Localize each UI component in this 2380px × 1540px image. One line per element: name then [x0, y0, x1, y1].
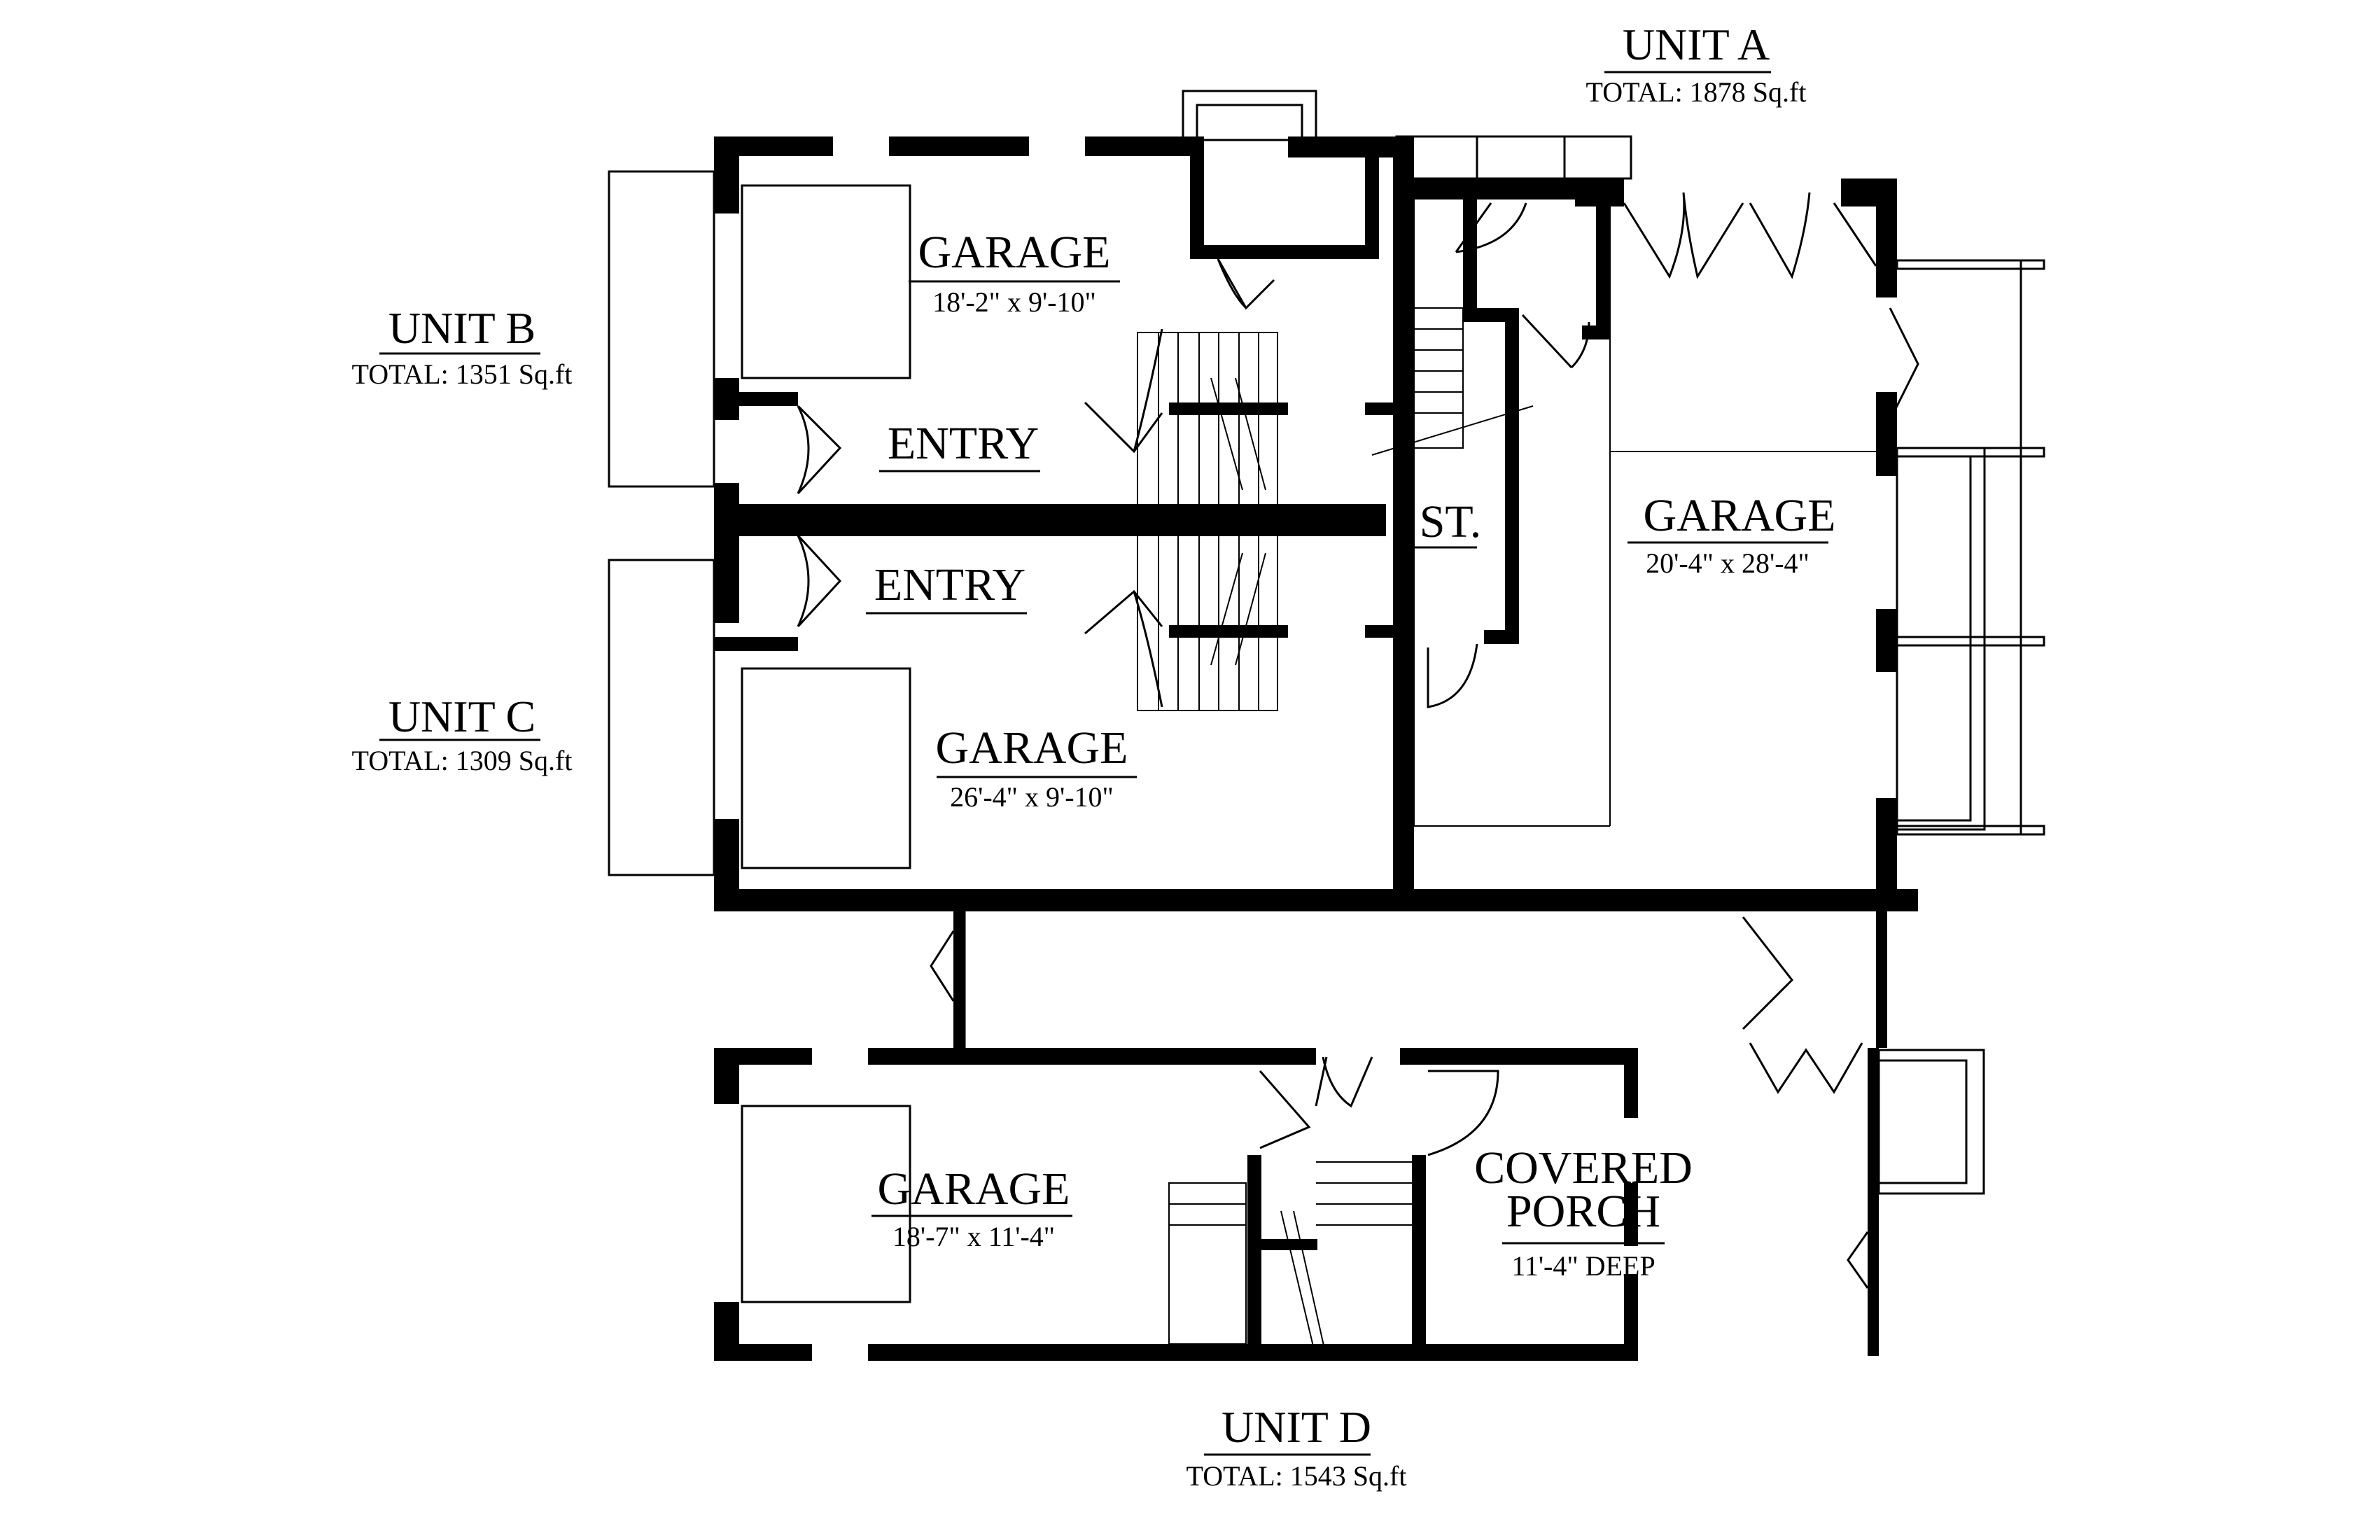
wall [1365, 625, 1393, 638]
room-name: GARAGE [918, 227, 1111, 278]
bay-projection [1476, 135, 1632, 180]
wall [1876, 392, 1897, 476]
trellis-a [1889, 259, 2045, 836]
door-a-entry[interactable] [1455, 202, 1527, 253]
unit-name: UNIT D [1222, 1402, 1371, 1452]
upper-building [608, 90, 2045, 911]
planter-inner [1877, 1059, 1968, 1184]
room-name: GARAGE [878, 1163, 1070, 1214]
room-name: COVERED [1474, 1142, 1693, 1194]
room-dims: 18'-2" x 9'-10" [932, 286, 1096, 318]
room-dims: 11'-4" DEEP [1511, 1250, 1655, 1282]
door-b-closet[interactable] [1217, 258, 1275, 310]
door-a-stair[interactable] [1521, 314, 1590, 369]
wall [714, 136, 833, 156]
room-dims: 26'-4" x 9'-10" [950, 781, 1114, 813]
room-label-a-storage: ST. [1410, 496, 1482, 549]
wall [1169, 402, 1288, 415]
room-label-a-garage: GARAGE 20'-4" x 28'-4" [1628, 490, 1836, 579]
wall [714, 504, 1386, 536]
room-label-d-garage: GARAGE 18'-7" x 11'-4" [872, 1163, 1072, 1252]
room-label-c-garage: GARAGE 26'-4" x 9'-10" [936, 722, 1137, 813]
stairs-bc [1137, 332, 1278, 711]
wall [1190, 245, 1246, 259]
wall [1463, 308, 1519, 322]
wall [714, 889, 1918, 911]
wall [1085, 136, 1197, 156]
door-a-double[interactable] [1623, 192, 1744, 279]
room-dims: 20'-4" x 28'-4" [1646, 547, 1809, 579]
unit-label-d: UNIT D TOTAL: 1543 Sq.ft [1186, 1402, 1407, 1492]
unit-total: TOTAL: 1543 Sq.ft [1186, 1460, 1407, 1492]
door-entry-b[interactable] [797, 405, 842, 495]
unit-label-a: UNIT A TOTAL: 1878 Sq.ft [1586, 20, 1807, 108]
garage-door-panel-c [741, 667, 911, 869]
door-a-storage[interactable] [1427, 643, 1478, 708]
bay-projection [1182, 90, 1317, 141]
courtyard-gate-right[interactable] [1742, 916, 1793, 1030]
wall [1169, 625, 1288, 638]
courtyard [930, 911, 1887, 1048]
unit-d-building [714, 1042, 1985, 1361]
wall [1876, 609, 1897, 672]
wall [1876, 178, 1897, 298]
door-d-stair[interactable] [1259, 1070, 1311, 1149]
garage-door-c[interactable] [608, 559, 715, 876]
room-label-c-entry: ENTRY [866, 559, 1027, 615]
unit-name: UNIT B [388, 303, 536, 353]
unit-label-c: UNIT C TOTAL: 1309 Sq.ft [352, 692, 573, 776]
wall [1365, 402, 1393, 415]
room-name: ST. [1420, 496, 1482, 547]
stairs-d [1168, 1161, 1412, 1359]
door-c-garage[interactable] [1084, 589, 1163, 708]
porch-gate[interactable] [1749, 1042, 1863, 1094]
garage-door-b[interactable] [608, 170, 715, 488]
door-entry-c[interactable] [797, 534, 842, 628]
side-gate[interactable] [1847, 1231, 1869, 1289]
wall [1393, 136, 1414, 906]
unit-name: UNIT A [1623, 20, 1770, 69]
garage-door-d[interactable] [741, 1105, 911, 1303]
room-name: GARAGE [1644, 490, 1836, 541]
room-name: ENTRY [874, 559, 1026, 610]
room-label-b-entry: ENTRY [879, 418, 1040, 472]
bay-projection-inner [1196, 104, 1303, 141]
room-name: ENTRY [888, 418, 1039, 469]
unit-total: TOTAL: 1351 Sq.ft [352, 358, 573, 390]
room-name: PORCH [1506, 1186, 1660, 1237]
wall [714, 637, 798, 651]
stairs-a [1371, 200, 1876, 827]
wall [1505, 308, 1519, 644]
door-a-double-2[interactable] [1749, 192, 1877, 279]
wall [1190, 136, 1204, 259]
wall [1484, 630, 1519, 644]
unit-name: UNIT C [388, 692, 536, 741]
room-name: GARAGE [936, 722, 1128, 774]
wall [889, 136, 1029, 156]
door-b-garage[interactable] [1084, 328, 1163, 454]
unit-total: TOTAL: 1309 Sq.ft [352, 745, 573, 776]
room-label-d-porch: COVERED PORCH 11'-4" DEEP [1474, 1142, 1693, 1282]
wall [1463, 200, 1477, 312]
unit-label-b: UNIT B TOTAL: 1351 Sq.ft [352, 303, 573, 390]
room-label-b-garage: GARAGE 18'-2" x 9'-10" [909, 227, 1120, 318]
garage-door-panel-b [741, 184, 911, 379]
room-dims: 18'-7" x 11'-4" [892, 1221, 1055, 1252]
bay-projection [1395, 135, 1566, 180]
wall [714, 392, 798, 406]
courtyard-gate-left[interactable] [930, 930, 955, 1002]
door-d-entry[interactable] [1315, 1056, 1373, 1108]
unit-total: TOTAL: 1878 Sq.ft [1586, 76, 1807, 108]
wall [1582, 326, 1610, 340]
wall [714, 819, 739, 910]
planter [1877, 1049, 1985, 1195]
door-d-porch[interactable] [1427, 1070, 1499, 1156]
wall [1246, 245, 1379, 259]
wall [1596, 200, 1610, 340]
wall [1876, 798, 1897, 911]
wall [1365, 136, 1379, 255]
wall [1393, 178, 1589, 200]
